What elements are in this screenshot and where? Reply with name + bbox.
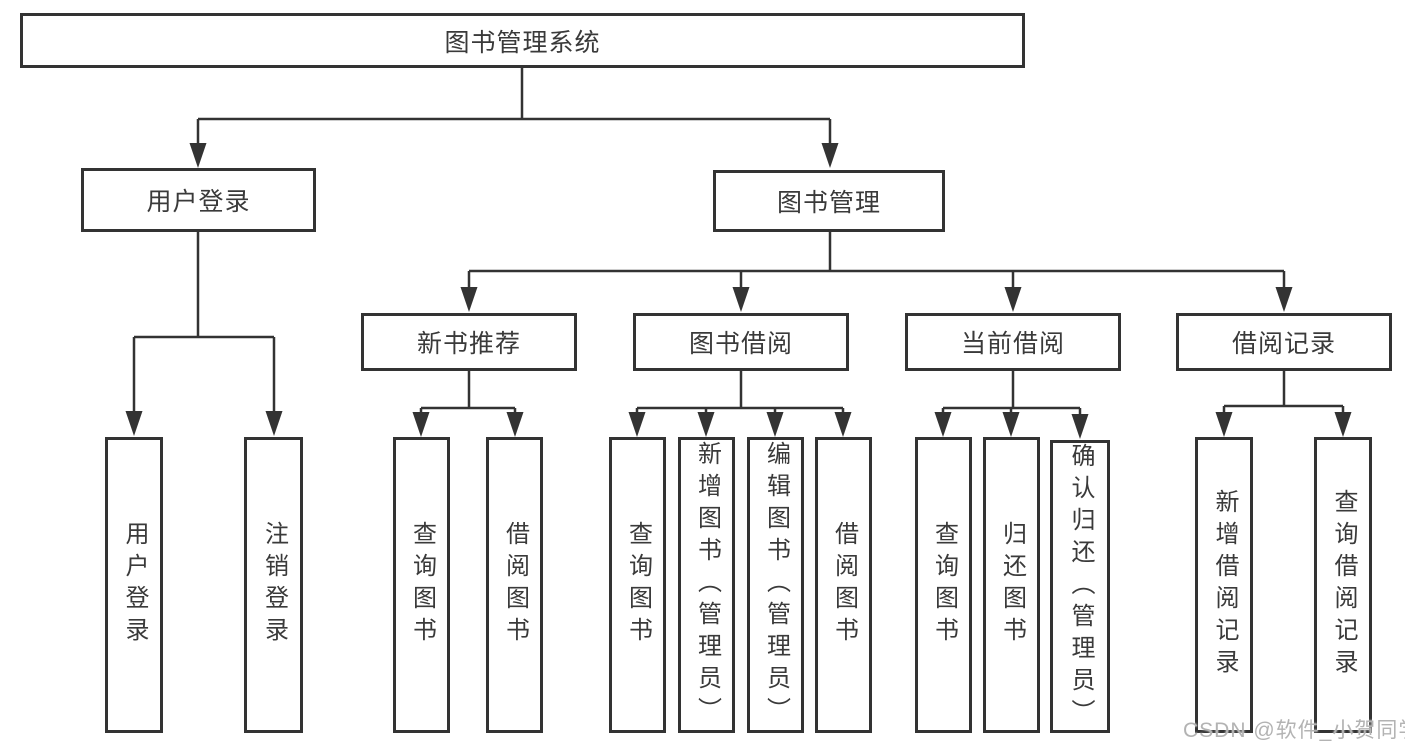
node-add-book-admin: 新增图书（管理员） [678,437,735,733]
node-new-book-recommend: 新书推荐 [361,313,577,371]
watermark-text: CSDN @软件_小贺同学 [1183,719,1405,742]
node-borrow-records: 借阅记录 [1176,313,1392,371]
node-query-books-recommend: 查询图书 [393,437,450,733]
node-logout-leaf: 注销登录 [244,437,303,733]
node-book-management: 图书管理 [713,170,945,232]
node-query-books-borrow: 查询图书 [609,437,666,733]
node-book-borrow: 图书借阅 [633,313,849,371]
node-confirm-return-admin: 确认归还（管理员） [1050,440,1110,733]
node-borrow-books-recommend: 借阅图书 [486,437,543,733]
node-root: 图书管理系统 [20,13,1025,68]
node-return-book: 归还图书 [983,437,1040,733]
node-add-borrow-record: 新增借阅记录 [1195,437,1253,733]
node-borrow-book-leaf: 借阅图书 [815,437,872,733]
node-query-borrow-record: 查询借阅记录 [1314,437,1372,733]
node-user-login: 用户登录 [81,168,316,232]
node-current-borrow: 当前借阅 [905,313,1121,371]
node-user-login-leaf: 用户登录 [105,437,163,733]
node-edit-book-admin: 编辑图书（管理员） [747,437,804,733]
node-query-books-current: 查询图书 [915,437,972,733]
